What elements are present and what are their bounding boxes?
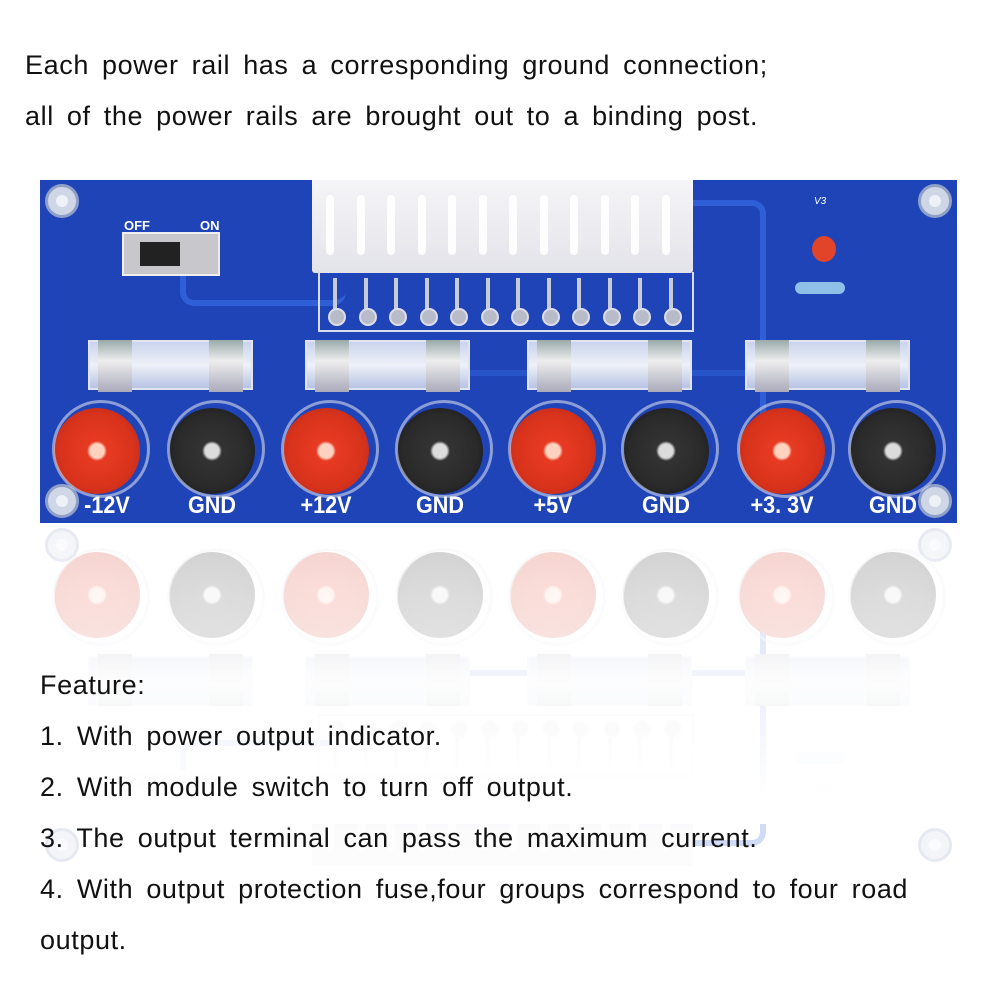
binding-post-red[interactable] bbox=[737, 400, 835, 498]
pin-leg bbox=[333, 278, 337, 312]
post-ring bbox=[52, 400, 150, 498]
solder-pin bbox=[358, 308, 377, 326]
terminal-label: GND bbox=[415, 492, 465, 519]
header-line-1: Each power rail has a corresponding grou… bbox=[25, 50, 768, 80]
pin-leg bbox=[577, 278, 581, 312]
terminal-label: GND bbox=[868, 492, 918, 519]
pin-leg bbox=[394, 278, 398, 312]
feature-item-2: 2. With module switch to turn off output… bbox=[40, 772, 574, 802]
pin-leg bbox=[668, 278, 673, 312]
solder-pin bbox=[328, 308, 346, 326]
terminal-label: +3. 3V bbox=[750, 492, 814, 519]
fuse-2 bbox=[305, 340, 470, 392]
pin-leg bbox=[546, 278, 551, 312]
fuse-4 bbox=[745, 340, 910, 392]
post-ring bbox=[281, 400, 379, 498]
mounting-hole bbox=[918, 484, 952, 518]
solder-pin bbox=[419, 308, 438, 326]
feature-item-4-cont: output. bbox=[40, 925, 127, 955]
pcb-trace bbox=[180, 260, 346, 306]
binding-post-black[interactable] bbox=[848, 400, 946, 498]
power-switch[interactable] bbox=[122, 232, 220, 276]
pin-leg bbox=[638, 278, 642, 312]
post-ring bbox=[848, 400, 946, 498]
mounting-hole bbox=[45, 184, 79, 218]
solder-pin bbox=[480, 308, 499, 326]
pin-leg bbox=[485, 278, 490, 312]
binding-post-black[interactable] bbox=[167, 400, 265, 498]
binding-post-red[interactable] bbox=[508, 400, 606, 498]
solder-pin bbox=[572, 308, 590, 326]
feature-item-3: 3. The output terminal can pass the maxi… bbox=[40, 823, 758, 853]
power-indicator-led bbox=[812, 236, 836, 262]
solder-pin bbox=[663, 308, 682, 326]
connector-rib bbox=[356, 195, 365, 255]
silkscreen-v3: V3 bbox=[814, 839, 827, 850]
terminal-label: -12V bbox=[84, 492, 130, 519]
post-ring bbox=[621, 400, 719, 498]
mounting-hole bbox=[918, 184, 952, 218]
pcb-trace bbox=[680, 200, 766, 436]
solder-pin bbox=[602, 308, 621, 326]
switch-off-label: OFF bbox=[124, 218, 150, 233]
pin-leg bbox=[516, 278, 520, 312]
solder-pin bbox=[511, 308, 529, 326]
post-ring bbox=[395, 400, 493, 498]
solder-pin bbox=[389, 308, 407, 326]
fuse-3 bbox=[527, 340, 692, 392]
header-line-2: all of the power rails are brought out t… bbox=[25, 101, 759, 131]
binding-post-red[interactable] bbox=[281, 400, 379, 498]
solder-pin bbox=[541, 308, 560, 326]
connector-rib bbox=[509, 195, 517, 255]
terminal-label: +5V bbox=[533, 492, 573, 519]
switch-on-label: ON bbox=[200, 218, 220, 233]
connector-rib bbox=[661, 195, 670, 255]
pin-leg bbox=[424, 278, 429, 312]
connector-rib bbox=[448, 195, 456, 255]
binding-post-black[interactable] bbox=[395, 400, 493, 498]
resistor bbox=[795, 282, 845, 294]
connector-rib bbox=[570, 195, 578, 255]
feature-title: Feature: bbox=[40, 670, 146, 700]
post-ring bbox=[167, 400, 265, 498]
connector-rib bbox=[600, 195, 609, 255]
solder-pin bbox=[633, 308, 651, 326]
feature-item-1: 1. With power output indicator. bbox=[40, 721, 442, 751]
atx-24pin-connector bbox=[312, 180, 693, 273]
terminal-label: GND bbox=[641, 492, 691, 519]
terminal-label: +12V bbox=[300, 492, 352, 519]
pin-leg bbox=[607, 278, 612, 312]
binding-post-red[interactable] bbox=[52, 400, 150, 498]
silkscreen-v3: V3 bbox=[814, 196, 827, 207]
solder-pin bbox=[450, 308, 468, 326]
connector-rib bbox=[631, 195, 639, 255]
terminal-label: GND bbox=[187, 492, 237, 519]
connector-rib bbox=[478, 195, 487, 255]
connector-rib bbox=[539, 195, 548, 255]
fuse-1 bbox=[88, 340, 253, 392]
pin-leg bbox=[455, 278, 459, 312]
binding-post-black[interactable] bbox=[621, 400, 719, 498]
connector-pin-outline bbox=[318, 272, 694, 332]
connector-rib bbox=[387, 195, 395, 255]
power-breakout-board: OFF ON V3 -12V GND +12V GND +5V GND +3. 3V GND bbox=[40, 180, 957, 523]
post-ring bbox=[508, 400, 606, 498]
post-ring bbox=[737, 400, 835, 498]
pin-leg bbox=[363, 278, 368, 312]
connector-rib bbox=[417, 195, 426, 255]
reflection-fade bbox=[0, 524, 1001, 824]
connector-rib bbox=[326, 195, 334, 255]
feature-item-4: 4. With output protection fuse,four grou… bbox=[40, 874, 909, 904]
switch-knob[interactable] bbox=[140, 242, 180, 266]
mounting-hole bbox=[918, 828, 952, 862]
